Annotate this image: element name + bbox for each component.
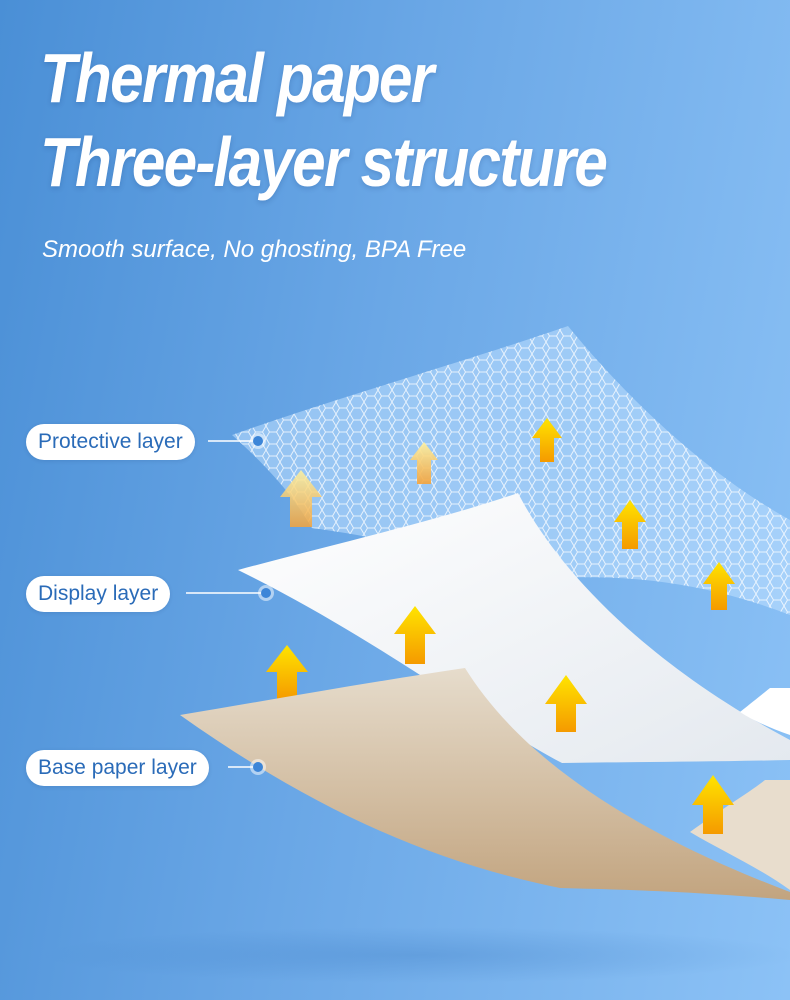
display-connector: [186, 585, 274, 601]
up-arrow-icon: [532, 418, 562, 462]
floor-shadow: [40, 927, 790, 983]
protective-layer-label: Protective layer: [26, 424, 195, 460]
up-arrow-icon: [266, 645, 308, 700]
display-layer-label: Display layer: [26, 576, 171, 612]
protective-connector: [208, 433, 266, 449]
base-paper-layer-sheet: [180, 668, 790, 900]
display-layer-sheet: [238, 493, 790, 763]
title-line-1: Thermal paper: [40, 39, 434, 117]
page-title: Thermal paper Three-layer structure: [40, 36, 608, 204]
title-line-2: Three-layer structure: [40, 123, 608, 201]
base-paper-layer-label: Base paper layer: [26, 750, 209, 786]
up-arrow-icon: [545, 675, 587, 732]
up-arrow-icon: [410, 442, 438, 484]
up-arrow-icon: [394, 606, 436, 664]
up-arrow-icon: [280, 470, 322, 527]
subtitle: Smooth surface, No ghosting, BPA Free: [42, 236, 467, 263]
base-connector: [228, 759, 266, 775]
protective-layer-sheet: [232, 326, 790, 615]
up-arrow-icon: [614, 500, 646, 549]
up-arrow-icon: [692, 775, 734, 834]
up-arrow-icon: [703, 562, 735, 610]
